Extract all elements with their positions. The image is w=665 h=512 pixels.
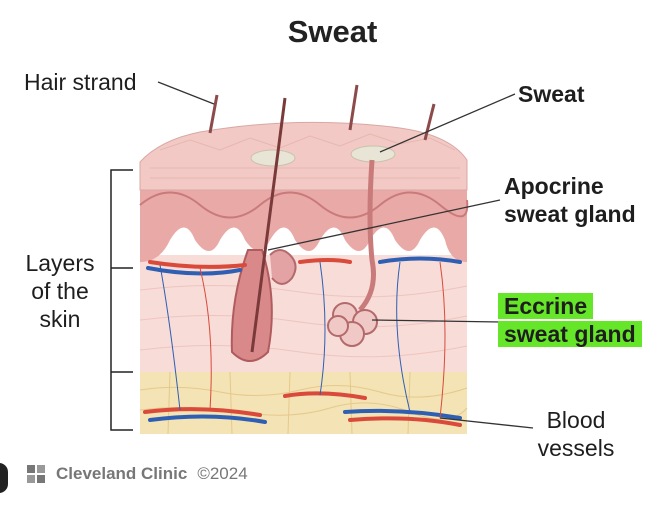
label-layers-line1: Layers: [25, 250, 95, 276]
page-edge-dot: [0, 463, 8, 493]
eccrine-duct: [358, 159, 376, 312]
sweat-droplet: [250, 149, 296, 167]
label-sweat: Sweat: [518, 81, 585, 107]
label-apocrine-gland: Apocrine sweat gland: [504, 172, 636, 228]
label-layers-of-skin: Layers of the skin: [20, 249, 100, 333]
footer-brand: Cleveland Clinic: [56, 464, 188, 483]
blood-vessels: [143, 256, 462, 427]
subcutaneous-fat-layer: [140, 372, 467, 434]
label-blood-vessels: Blood vessels: [528, 406, 624, 462]
papillary-dermis: [140, 190, 467, 262]
label-blood-line2: vessels: [537, 435, 615, 461]
label-layers-line3: skin: [39, 306, 81, 332]
diagram-title: Sweat: [287, 14, 378, 49]
label-eccrine-line2: sweat gland: [498, 321, 642, 347]
hair-shaft: [250, 97, 287, 353]
label-apocrine-line2: sweat gland: [504, 201, 636, 227]
capillaries: [159, 261, 446, 419]
label-apocrine-line1: Apocrine: [504, 173, 604, 199]
cleveland-clinic-logo-icon: [27, 465, 45, 483]
label-eccrine-gland: Eccrine sweat gland: [498, 292, 642, 348]
label-eccrine-line1: Eccrine: [498, 293, 594, 319]
apocrine-gland: [269, 249, 297, 285]
layers-bracket: [110, 169, 133, 431]
hair-strands: [208, 84, 436, 141]
epidermis-layer: [139, 121, 468, 191]
label-hair-strand: Hair strand: [24, 69, 137, 95]
footer-copyright: ©2024: [197, 464, 248, 483]
label-blood-line1: Blood: [546, 407, 606, 433]
eccrine-coil: [327, 302, 378, 347]
label-layers-line2: of the: [31, 278, 89, 304]
footer: Cleveland Clinic ©2024: [26, 464, 248, 484]
leader-lines: [157, 81, 534, 429]
